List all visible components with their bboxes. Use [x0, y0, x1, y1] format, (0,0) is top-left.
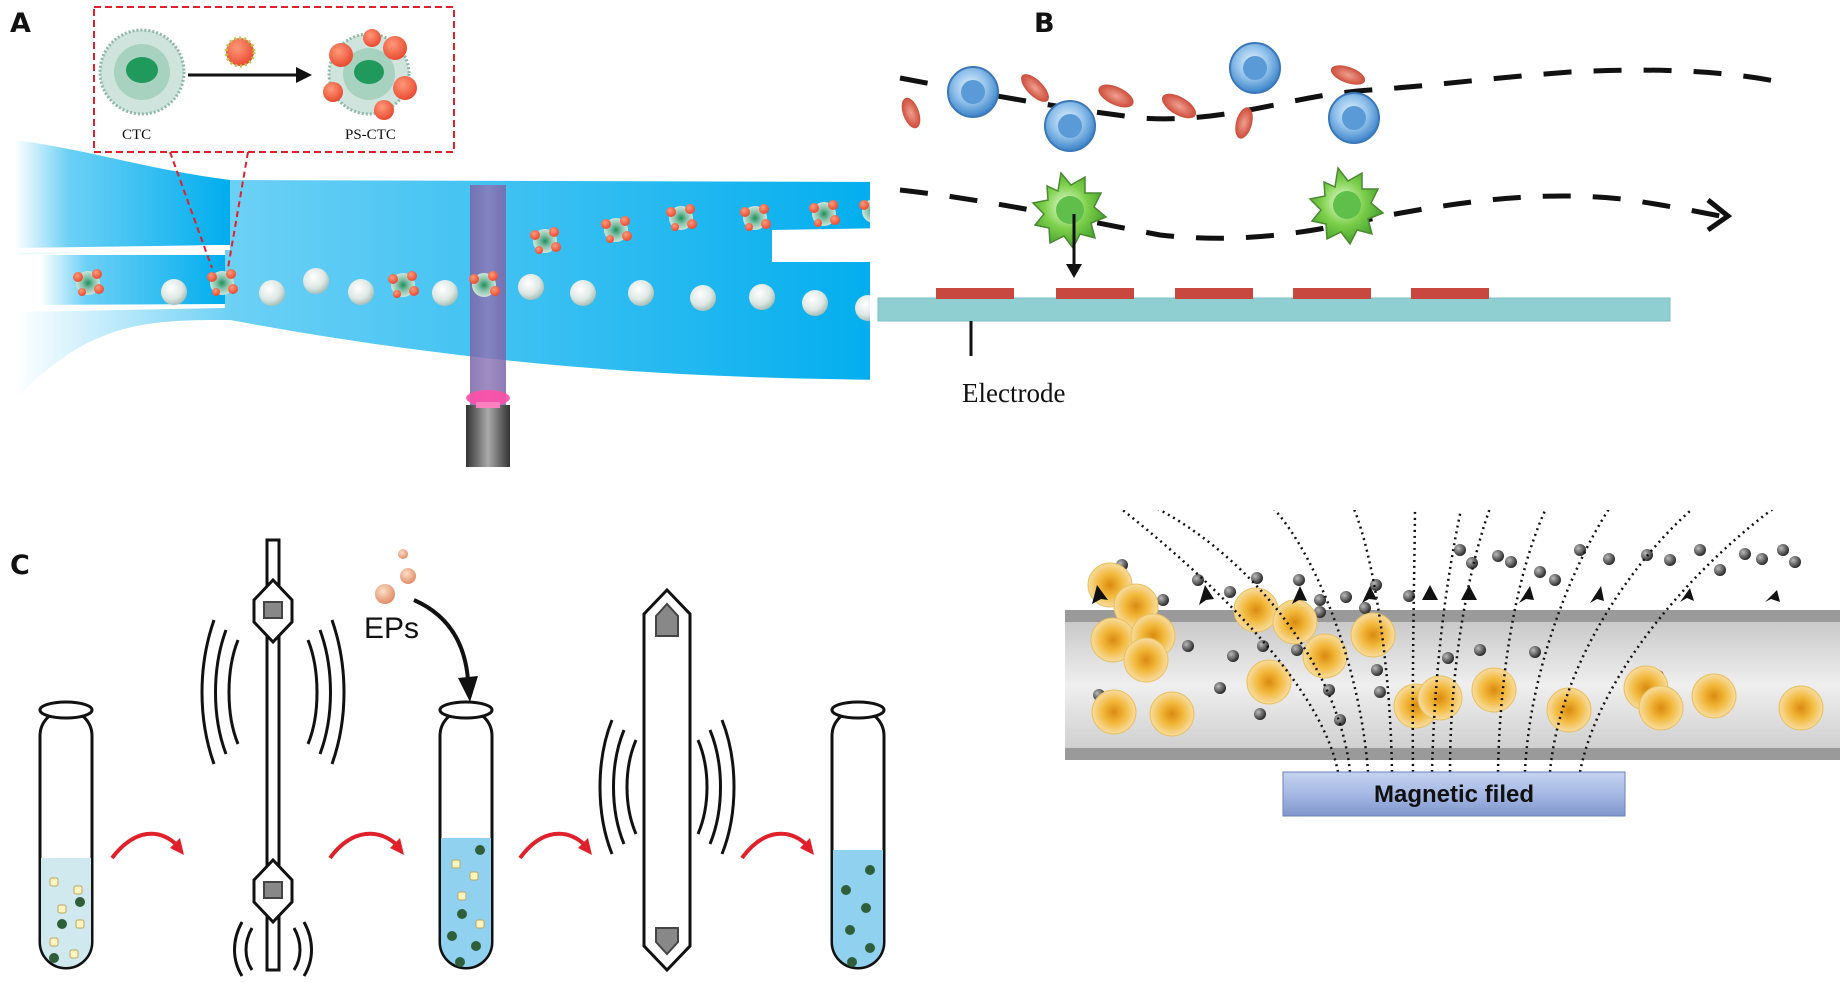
panel-b-label: B — [1034, 8, 1055, 39]
eps-arrow — [413, 598, 470, 681]
panel-a-label: A — [10, 8, 31, 39]
ps-ctc-cell-icon — [323, 29, 417, 120]
eps-label: EPs — [364, 612, 419, 645]
tagged-ctcs — [73, 197, 890, 298]
ctc-label: CTC — [122, 127, 151, 143]
captured-target-cells — [1031, 166, 1385, 250]
step-arrow-1 — [110, 831, 180, 860]
panel-c-label: C — [10, 550, 30, 581]
step-arrow-3 — [518, 831, 588, 860]
panel-d-diagram: Magnetic filed — [1065, 510, 1840, 817]
magnet-block — [1282, 771, 1626, 817]
panel-a: A — [0, 0, 900, 470]
acoustic-chip-1 — [200, 538, 346, 977]
ctc-cell-icon — [98, 28, 186, 116]
target-cells-gold — [1087, 562, 1824, 737]
panel-a-diagram: CTC PS-CTC — [15, 6, 890, 467]
tube-1 — [38, 700, 94, 970]
objective-lens — [466, 405, 510, 467]
panel-c-diagram: EPs — [38, 538, 886, 977]
microchannel — [15, 140, 890, 400]
ps-ctc-label: PS-CTC — [345, 127, 396, 143]
tube-3 — [830, 700, 886, 970]
electrode-label: Electrode — [962, 378, 1065, 408]
nanoparticle-icon — [224, 36, 256, 68]
magnet-label: Magnetic filed — [1374, 781, 1534, 808]
tube-2 — [438, 700, 494, 970]
electrode-segments — [936, 288, 1489, 299]
white-cells — [161, 268, 881, 321]
panel-d: Magnetic filed D — [1020, 510, 1840, 982]
electrode-base — [877, 297, 1671, 322]
panel-c: C — [0, 510, 900, 982]
panel-b-main: Electrode — [870, 40, 1840, 470]
leukocytes — [947, 42, 1380, 152]
panel-b-scene: Electrode B — [870, 40, 1840, 470]
eps-particles — [375, 549, 416, 604]
erythrocytes — [901, 65, 1366, 139]
acoustic-chip-2 — [598, 587, 736, 973]
magnetic-field-lines — [1120, 510, 1774, 773]
step-arrow-2 — [328, 831, 400, 860]
step-arrow-4 — [740, 831, 810, 860]
